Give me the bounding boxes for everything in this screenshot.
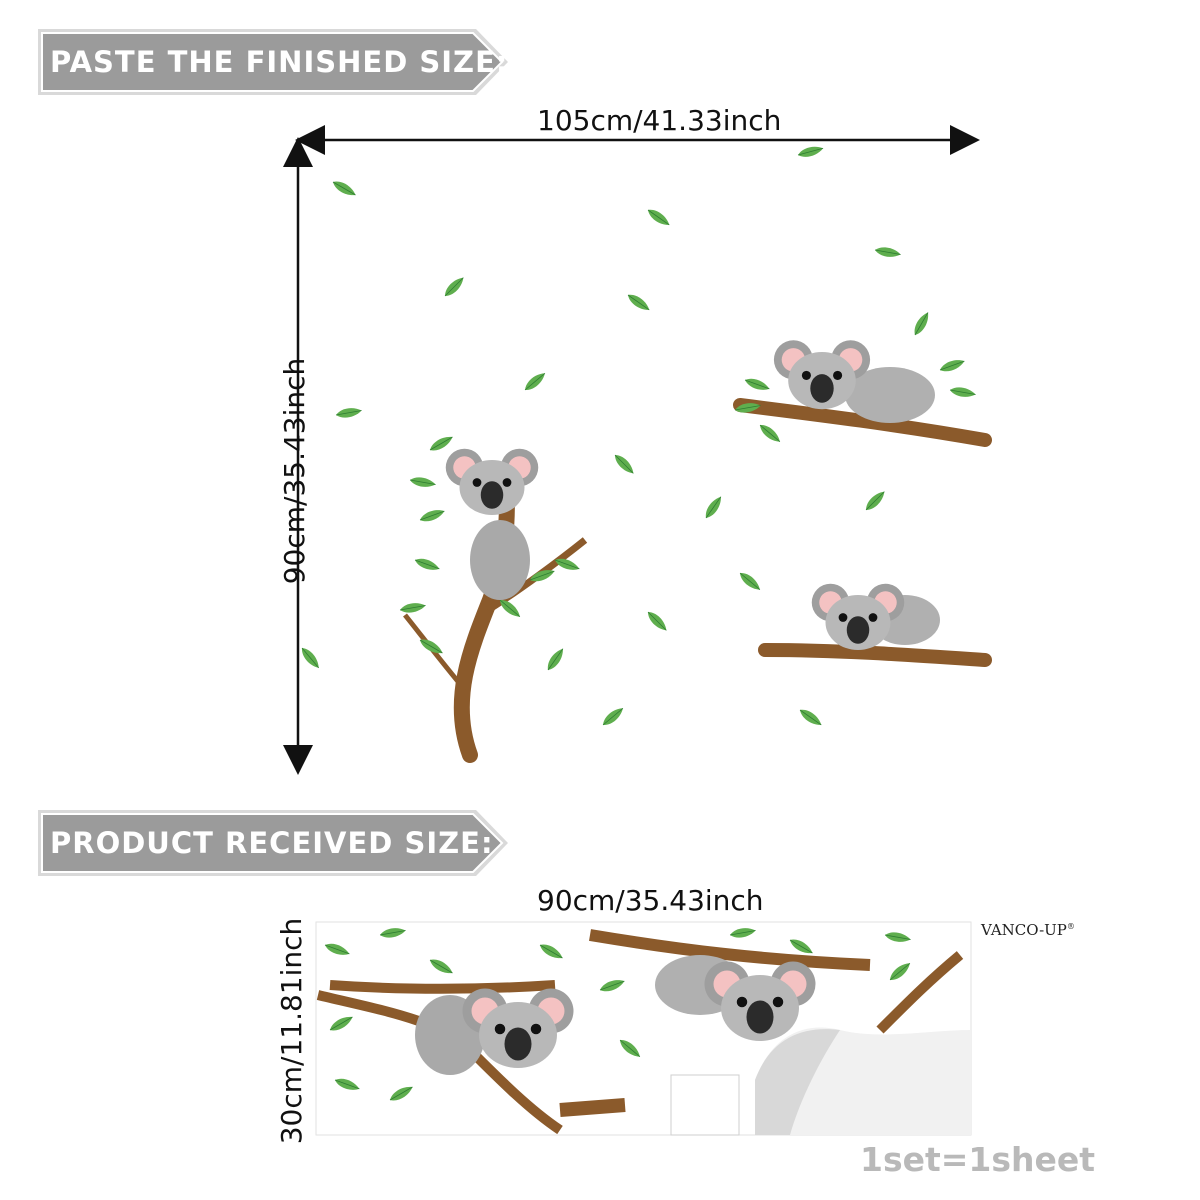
koala-illustration xyxy=(398,432,588,763)
product-sheet xyxy=(315,921,972,1136)
brand-logo: VANCO-UP® xyxy=(981,921,1075,939)
banner-arrow-shape xyxy=(38,29,508,95)
eucalyptus-leaf-icon xyxy=(298,143,902,729)
finished-size-banner: PASTE THE FINISHED SIZE: xyxy=(36,27,511,97)
koala-illustration xyxy=(733,309,992,447)
instruction-thumbnail xyxy=(670,1074,740,1136)
finished-size-banner-text: PASTE THE FINISHED SIZE: xyxy=(50,45,509,79)
koala-illustration xyxy=(758,583,992,667)
received-width-label: 90cm/35.43inch xyxy=(537,884,764,917)
set-label: 1set=1sheet xyxy=(860,1140,1096,1179)
koala-illustration xyxy=(655,955,816,1041)
banner-arrow-shape xyxy=(38,810,508,876)
koala-illustration xyxy=(415,988,574,1075)
received-size-banner-text: PRODUCT RECEIVED SIZE: xyxy=(50,826,494,860)
received-size-banner: PRODUCT RECEIVED SIZE: xyxy=(36,808,511,878)
